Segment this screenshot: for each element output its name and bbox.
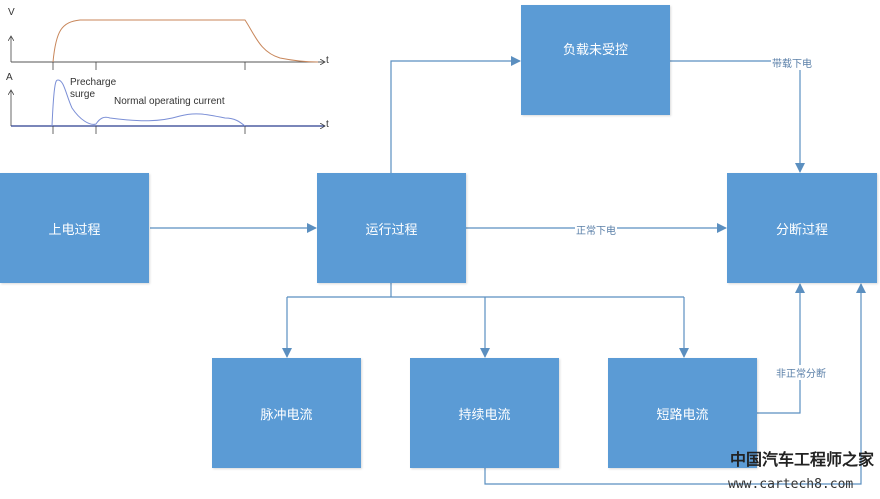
edge-continuous-disconnect [484, 283, 866, 485]
node-pulse-current: 脉冲电流 [212, 358, 361, 468]
edge-label-abnormal-disconnect: 非正常分断 [775, 365, 827, 380]
voltage-axis-label: V [8, 7, 15, 18]
node-running: 运行过程 [317, 173, 466, 283]
timing-graph [11, 19, 325, 134]
edge-load-disconnect [670, 60, 805, 173]
normal-current-label: Normal operating current [114, 96, 225, 107]
node-load-uncontrolled: 负载未受控 [521, 5, 670, 115]
node-label: 运行过程 [365, 222, 418, 238]
node-continuous-current: 持续电流 [410, 358, 559, 468]
edge-short-disconnect [757, 283, 805, 414]
node-label: 上电过程 [48, 222, 101, 238]
precharge-label: Precharge [70, 77, 117, 88]
voltage-curve [52, 19, 319, 63]
node-label: 负载未受控 [562, 42, 628, 58]
node-label: 短路电流 [656, 407, 709, 423]
edge-label-normal-power-off: 正常下电 [575, 222, 617, 237]
edge-running-branch [287, 283, 684, 298]
edge-running-load [390, 56, 521, 173]
current-axis-label: A [6, 72, 13, 83]
time-axis-label-top: t [326, 55, 329, 66]
node-label: 分断过程 [775, 222, 828, 238]
node-label: 脉冲电流 [260, 407, 313, 423]
node-label: 持续电流 [458, 407, 511, 423]
node-power-on: 上电过程 [0, 173, 149, 283]
edge-label-load-power-off: 带载下电 [771, 55, 813, 70]
watermark-name: 中国汽车工程师之家 [730, 450, 875, 469]
watermark-url: www.cartech8.com [728, 477, 854, 492]
current-curve [51, 79, 246, 127]
node-disconnect: 分断过程 [727, 173, 877, 283]
node-short-circuit-current: 短路电流 [608, 358, 757, 468]
time-axis-label-bottom: t [326, 119, 329, 130]
surge-label: surge [70, 89, 96, 100]
